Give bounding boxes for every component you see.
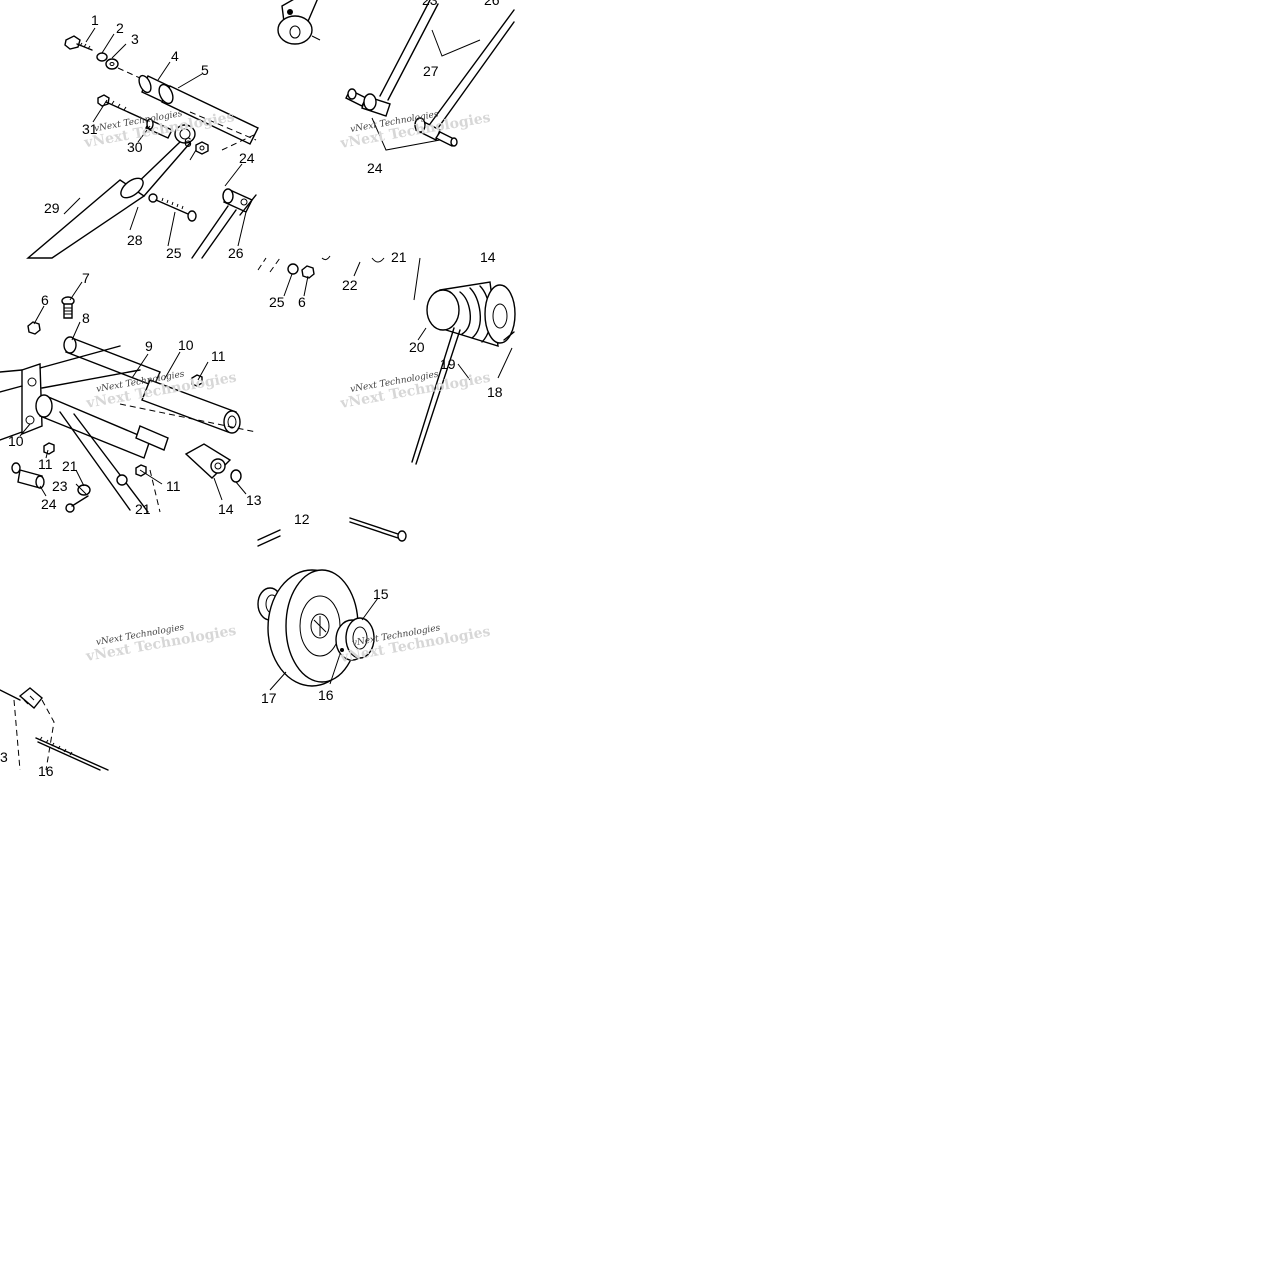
- tile-rear-lower: 3 16: [0, 687, 109, 779]
- bolt-7: [61, 296, 75, 319]
- callout-23-top: 23: [422, 0, 438, 8]
- bracket-lower: [13, 687, 55, 771]
- callout-27: 27: [423, 63, 439, 79]
- washer-21: [77, 484, 91, 496]
- callout-26-top: 26: [484, 0, 500, 8]
- pivot-tube-8: [63, 336, 161, 387]
- callout-17: 17: [261, 690, 277, 706]
- bushing-24-c: [11, 462, 45, 489]
- arm-plate: [59, 411, 149, 513]
- spring-arm-18: [503, 331, 515, 341]
- nut-6-c: [27, 321, 41, 335]
- callout-24-b: 24: [367, 160, 383, 176]
- lower-arm: [26, 124, 196, 259]
- main-tube: [35, 394, 169, 459]
- shock-eye: [277, 0, 321, 45]
- tile-rear-arm-top: 23 26 27 24: [277, 0, 515, 176]
- rod-12-lower: [35, 736, 109, 771]
- tile-front-arm-top: 1 2 3 4 5 31 30 6 24 29 28 25 26: [26, 12, 259, 261]
- rod-12-left: [257, 529, 281, 547]
- callout-29: 29: [44, 200, 60, 216]
- callout-11-b: 11: [38, 456, 53, 472]
- callout-4: 4: [171, 48, 179, 64]
- callout-8: 8: [82, 310, 90, 326]
- callout-10: 10: [178, 337, 194, 353]
- bolt-1: [64, 35, 93, 51]
- callout-26: 26: [228, 245, 244, 261]
- spring-20: [426, 281, 516, 347]
- bracket-14: [184, 443, 232, 479]
- callout-15: 15: [373, 586, 389, 602]
- callout-13: 13: [246, 492, 262, 508]
- pivot-tube-9: [141, 379, 241, 434]
- frame-edge: [0, 689, 21, 701]
- callout-21-c: 21: [391, 249, 407, 265]
- washer-25: [187, 210, 197, 222]
- callout-6-d: 6: [298, 294, 306, 310]
- cross-frame: [39, 345, 141, 389]
- bolt-31: [97, 94, 151, 123]
- nut-6-d: [301, 265, 315, 279]
- callout-11: 11: [211, 348, 226, 364]
- callout-28: 28: [127, 232, 143, 248]
- nut-11-left: [43, 442, 55, 455]
- callout-16: 16: [318, 687, 334, 703]
- callout-23: 23: [52, 478, 68, 494]
- callout-19: 19: [440, 356, 456, 372]
- washer-13: [230, 469, 242, 483]
- callout-21: 21: [62, 458, 78, 474]
- callout-25: 25: [166, 245, 182, 261]
- callout-14: 14: [218, 501, 234, 517]
- washer-3: [105, 58, 119, 70]
- tile-front-arm-detail: 7 6 8 9 10 11 10 11 21 23 24 11 21 14 13: [0, 270, 262, 517]
- bushing-24-left: [345, 88, 391, 117]
- callout-24: 24: [239, 150, 255, 166]
- nut-6: [195, 141, 209, 155]
- callout-24-c: 24: [41, 496, 57, 512]
- tile-torsion-spring: 21 14 22 25 6 20 19 18: [257, 249, 516, 465]
- callout-12: 12: [294, 511, 310, 527]
- callout-6: 6: [184, 134, 192, 150]
- callout-2: 2: [116, 20, 124, 36]
- pivot-shaft-4-5: [138, 74, 259, 145]
- callout-5: 5: [201, 62, 209, 78]
- hidden-edge: [257, 257, 281, 273]
- bushing-30: [145, 118, 173, 139]
- bushing-24-right: [414, 117, 458, 147]
- rod-12: [349, 517, 407, 542]
- callout-3-lower: 3: [0, 749, 8, 765]
- callout-11-c: 11: [166, 478, 181, 494]
- callout-3: 3: [131, 31, 139, 47]
- callout-14-top: 14: [480, 249, 496, 265]
- rear-arm-24-26: [191, 133, 257, 259]
- hidden-lines: [119, 403, 257, 513]
- tile-idler-wheel: 12 15 16 17: [257, 511, 407, 706]
- bolt-23: [65, 495, 89, 513]
- washer-25-d: [287, 263, 299, 275]
- callout-20: 20: [409, 339, 425, 355]
- washer-21-b: [116, 474, 128, 486]
- arm-rail-left: [379, 0, 439, 101]
- washer-2: [96, 52, 108, 62]
- callout-16-lower: 16: [38, 763, 54, 779]
- side-plate-left: [0, 363, 43, 441]
- bolt-28: [148, 193, 189, 215]
- callout-7: 7: [82, 270, 90, 286]
- callout-31: 31: [82, 121, 98, 137]
- callout-18: 18: [487, 384, 503, 400]
- watermark-5: vNext Technologies vNext Technologies: [84, 623, 238, 665]
- callout-1: 1: [91, 12, 99, 28]
- callout-21-b: 21: [135, 501, 151, 517]
- watermark-4: vNext Technologies vNext Technologies: [338, 370, 492, 412]
- bearing-15-16: [335, 617, 375, 661]
- callout-10-b: 10: [8, 433, 24, 449]
- arm-rail-right: [429, 9, 515, 129]
- callout-6-c: 6: [41, 292, 49, 308]
- callout-30: 30: [127, 139, 143, 155]
- spring-arm-19: [411, 327, 461, 465]
- callout-25-d: 25: [269, 294, 285, 310]
- callout-22: 22: [342, 277, 358, 293]
- callout-9: 9: [145, 338, 153, 354]
